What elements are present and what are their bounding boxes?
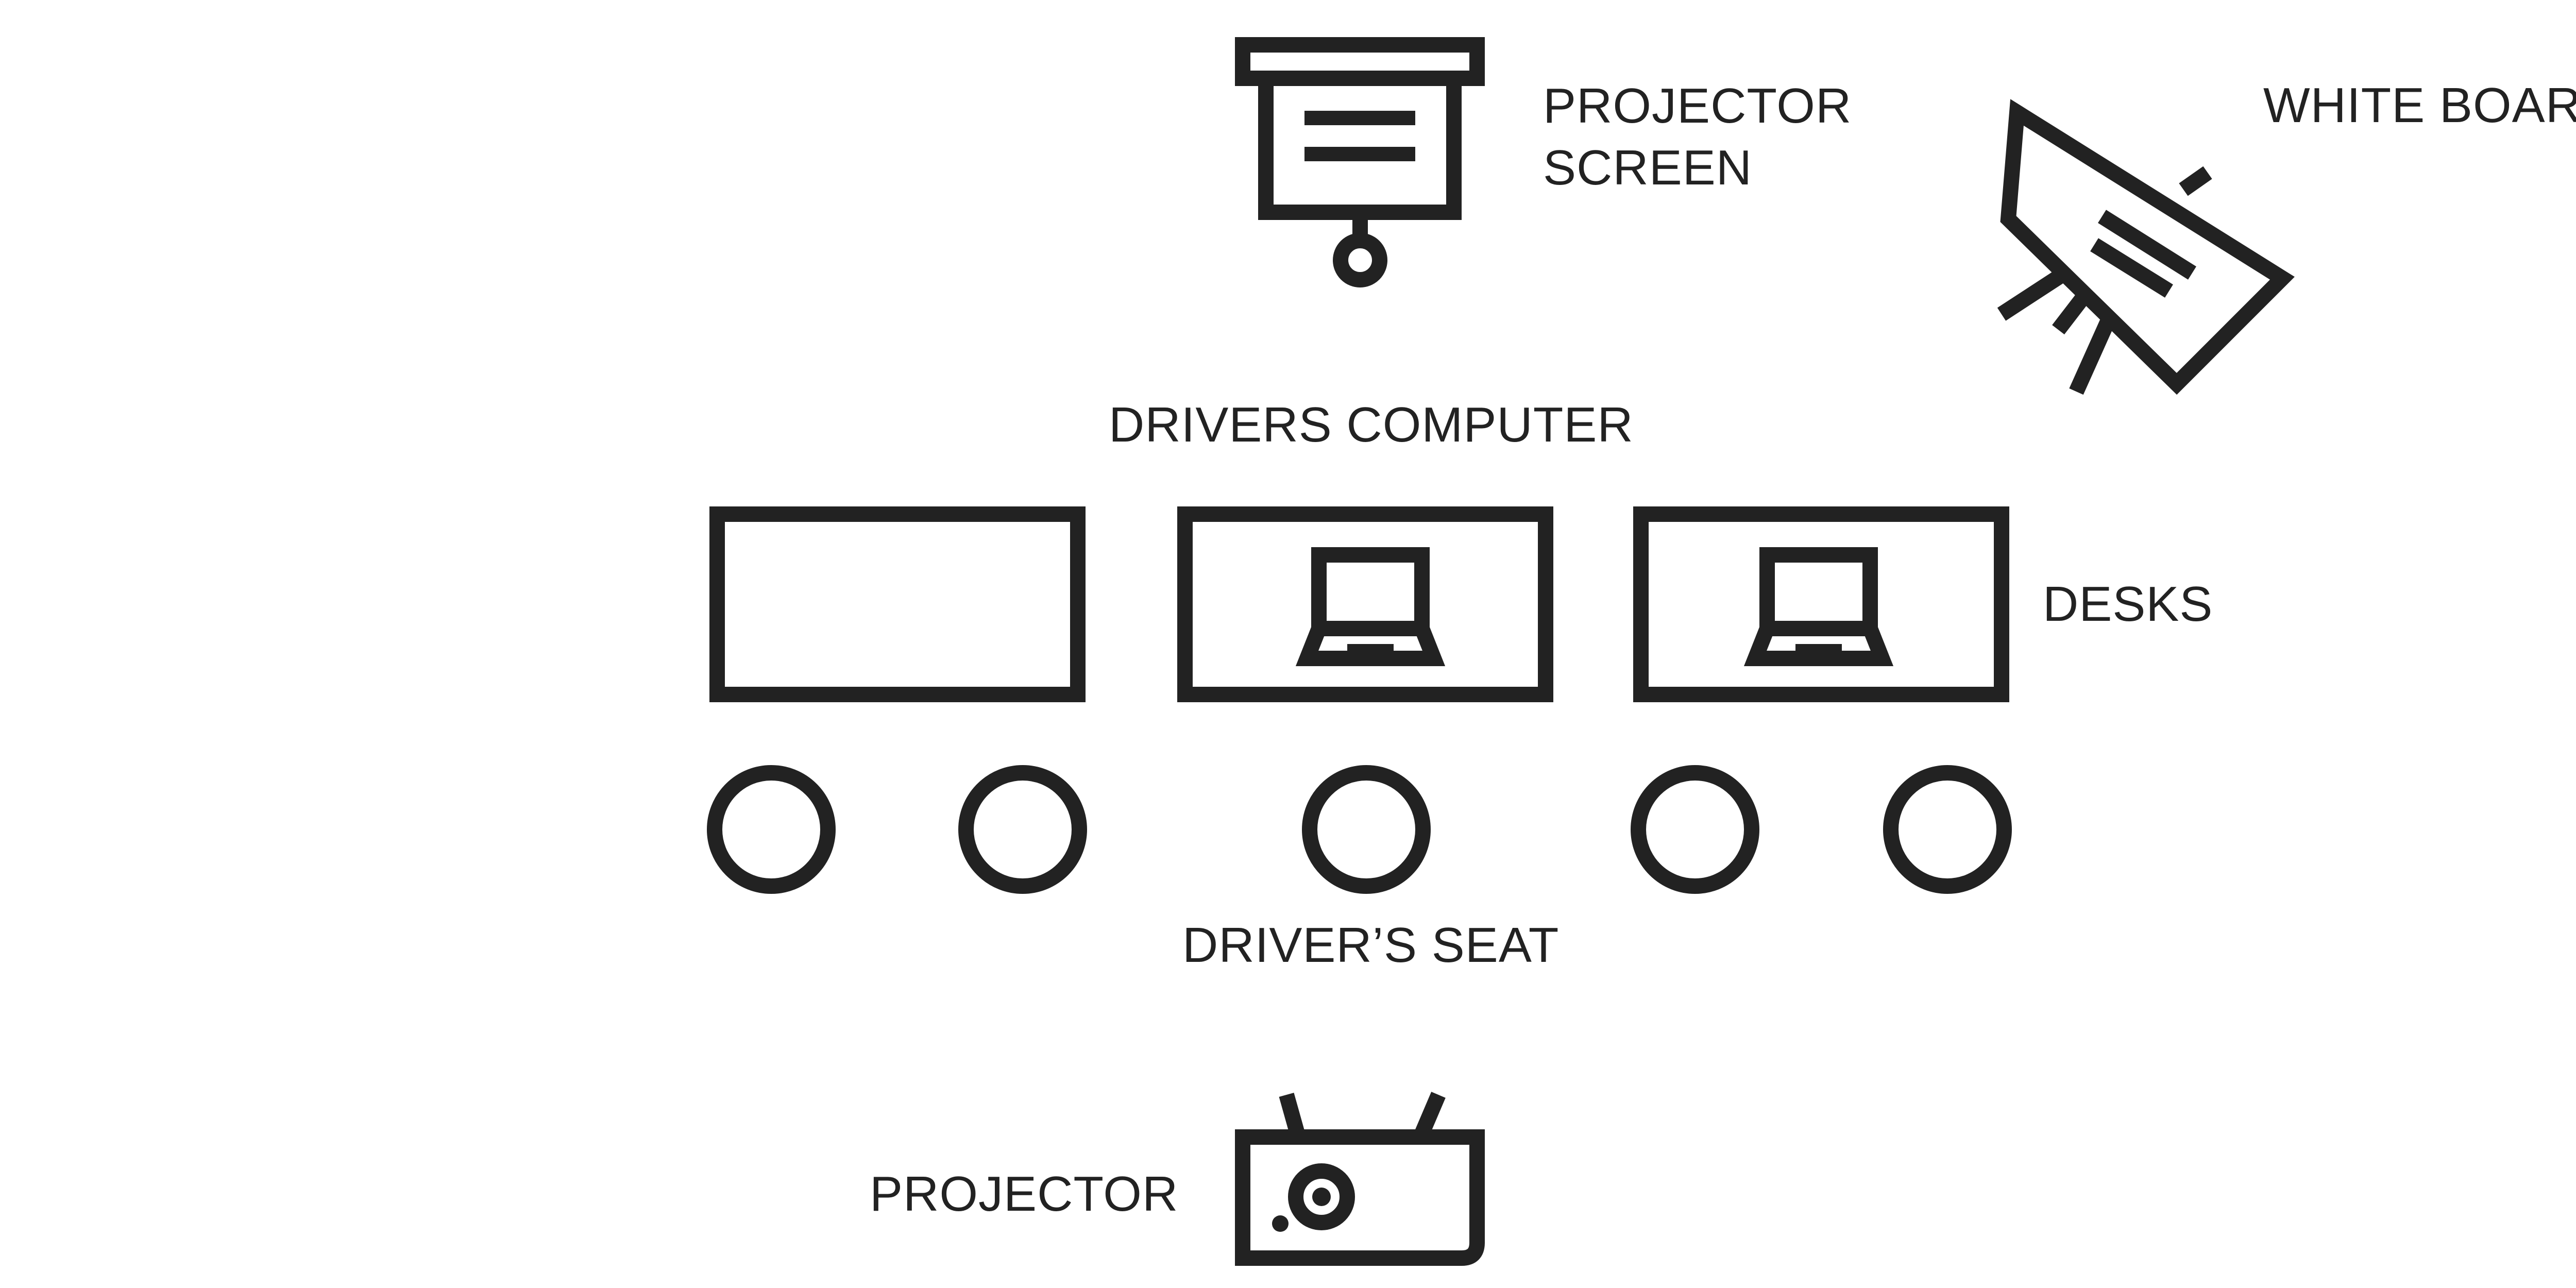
drivers-seat-label: DRIVER’S SEAT (1182, 918, 1559, 973)
white-board-icon (1997, 99, 2295, 395)
laptop-icon (1743, 547, 1894, 666)
desk-right (1633, 506, 2009, 702)
desk-center (1177, 506, 1553, 702)
seat-icon (1631, 765, 1759, 894)
seat-icon (707, 765, 836, 894)
laptop-icon (1295, 547, 1446, 666)
seat-icon (1883, 765, 2012, 894)
drivers-computer-label: DRIVERS COMPUTER (1109, 397, 1634, 452)
projector-icon (1235, 1092, 1485, 1266)
desks-label: DESKS (2043, 577, 2213, 632)
projector-screen-label-line2: SCREEN (1543, 140, 1752, 195)
desk-left (709, 506, 1086, 702)
projector-label: PROJECTOR (870, 1166, 1178, 1222)
projector-screen-label-line1: PROJECTOR (1543, 78, 1852, 133)
projector-screen-icon (1235, 37, 1485, 287)
seat-icon (1302, 765, 1431, 894)
seat-icon (958, 765, 1087, 894)
